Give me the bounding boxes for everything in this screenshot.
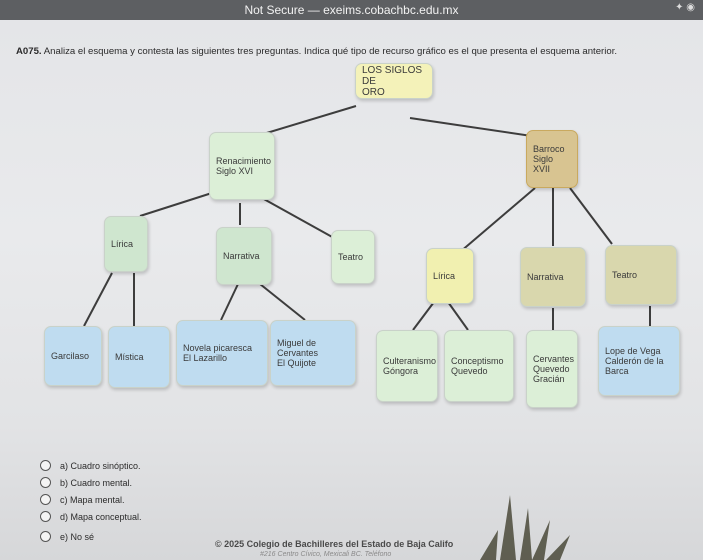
connector [220, 283, 239, 321]
connector [259, 283, 306, 321]
node-narrativa-renacimiento: Narrativa [216, 227, 272, 285]
node-label: Lírica [111, 239, 134, 249]
node-label: Quevedo [451, 366, 488, 376]
radio-button[interactable] [40, 511, 51, 522]
node-label: Cervantes [533, 354, 575, 364]
node-lirica-renacimiento: Lírica [104, 216, 148, 272]
node-label: Miguel de Cervantes [277, 338, 319, 358]
radio-button[interactable] [40, 460, 51, 471]
footer-address: #216 Centro Cívico, Mexicali BC. Teléfon… [260, 551, 392, 558]
node-culteranismo: Culteranismo Góngora [376, 330, 438, 402]
node-label: Garcilaso [51, 351, 90, 361]
node-garcilaso: Garcilaso [44, 326, 102, 386]
node-label: Mística [115, 352, 144, 362]
node-conceptismo: Conceptismo Quevedo [444, 330, 514, 402]
connector [139, 191, 216, 217]
node-mistica: Mística [108, 326, 170, 388]
node-los-siglos-de-oro: LOS SIGLOS DE ORO [355, 63, 433, 99]
option-label: c) Mapa mental. [60, 494, 125, 505]
node-label: Lope de Vega [605, 346, 661, 356]
node-label: Culteranismo [383, 356, 437, 366]
option-b[interactable]: b) Cuadro mental. [40, 477, 132, 488]
exam-page: A075. Analiza el esquema y contesta las … [0, 20, 703, 560]
question-code: A075. [16, 46, 42, 57]
connector [569, 187, 613, 245]
option-label: e) No sé [60, 531, 95, 542]
node-label: Quevedo [533, 364, 570, 374]
plant-leaves-icon [480, 495, 570, 560]
node-label: ORO [362, 86, 385, 98]
diagram-connectors [83, 105, 651, 331]
wifi-icon: ✦ ◉ [675, 2, 695, 13]
node-renacimiento: Renacimiento Siglo XVI [209, 132, 275, 200]
connector [412, 301, 435, 331]
node-label: LOS SIGLOS DE [362, 64, 423, 87]
connector [409, 117, 546, 139]
radio-button[interactable] [40, 531, 51, 542]
radio-button[interactable] [40, 477, 51, 488]
node-teatro-barroco: Teatro [605, 245, 677, 305]
question-text: A075. Analiza el esquema y contesta las … [16, 46, 696, 57]
node-label: Renacimiento [216, 156, 272, 166]
option-label: a) Cuadro sinóptico. [60, 460, 141, 471]
node-label: Lírica [433, 271, 456, 281]
connector [459, 187, 536, 253]
option-e[interactable]: e) No sé [40, 531, 94, 542]
radio-button[interactable] [40, 494, 51, 505]
node-label: Góngora [383, 366, 419, 376]
option-a[interactable]: a) Cuadro sinóptico. [40, 460, 141, 471]
node-lope-de-vega: Lope de Vega Calderón de la Barca [598, 326, 680, 396]
node-label: Calderón de la Barca [605, 356, 664, 376]
address-label[interactable]: Not Secure — exeims.cobachbc.edu.mx [244, 3, 459, 17]
connector [83, 272, 113, 327]
node-cervantes-quevedo-gracian: Cervantes Quevedo Gracián [526, 330, 578, 408]
footer-copyright: © 2025 Colegio de Bachilleres del Estado… [215, 539, 454, 549]
node-label: El Lazarillo [183, 353, 228, 363]
node-label: El Quijote [277, 358, 317, 368]
node-novela-picaresca: Novela picaresca El Lazarillo [176, 320, 268, 386]
node-label: Barroco [533, 144, 565, 154]
node-lirica-barroco: Lírica [426, 248, 474, 304]
node-label: Conceptismo [451, 356, 504, 366]
option-label: b) Cuadro mental. [60, 477, 133, 488]
node-label: Narrativa [527, 272, 564, 282]
question-body: Analiza el esquema y contesta las siguie… [43, 46, 618, 57]
option-d[interactable]: d) Mapa conceptual. [40, 511, 142, 522]
node-miguel-de-cervantes: Miguel de Cervantes El Quijote [270, 320, 356, 386]
node-label: Teatro [612, 270, 638, 280]
browser-status-bar: Not Secure — exeims.cobachbc.edu.mx ✦ ◉ [0, 0, 703, 20]
connector [261, 197, 335, 239]
node-label: Siglo XVI [216, 166, 254, 176]
option-c[interactable]: c) Mapa mental. [40, 494, 125, 505]
node-narrativa-barroco: Narrativa [520, 247, 586, 307]
node-barroco: Barroco Siglo XVII [526, 130, 578, 188]
option-label: d) Mapa conceptual. [60, 511, 142, 522]
node-label: Teatro [338, 252, 364, 262]
node-label: Siglo XVII [533, 154, 554, 174]
node-label: Gracián [533, 374, 565, 384]
node-label: Narrativa [223, 251, 260, 261]
connector [447, 301, 469, 331]
node-label: Novela picaresca [183, 343, 253, 353]
node-teatro-renacimiento: Teatro [331, 230, 375, 284]
